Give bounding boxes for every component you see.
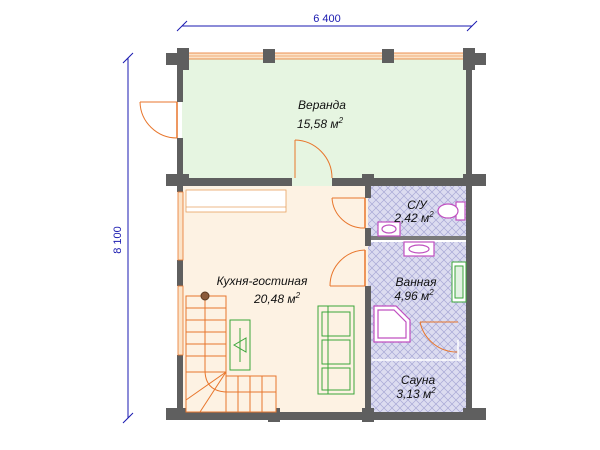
windows <box>177 189 287 356</box>
fixtures <box>373 201 466 343</box>
veranda-name: Веранда <box>298 98 346 112</box>
width-dimension <box>176 20 478 32</box>
stair-post <box>200 291 210 301</box>
sauna-bench <box>372 340 462 361</box>
shower-cabin <box>373 305 411 343</box>
kitchen-table <box>229 319 251 371</box>
sauna-door <box>419 321 459 353</box>
width-dimension-label: 6 400 <box>313 13 341 25</box>
wc-door <box>331 197 366 229</box>
bath-area: 4,96 м2 <box>394 288 434 303</box>
walls <box>166 48 486 422</box>
bath-name: Ванная <box>396 275 438 289</box>
veranda-kitchen-door <box>294 139 333 179</box>
veranda-area: 15,58 м2 <box>297 116 344 131</box>
sauna-name: Сауна <box>401 373 436 387</box>
kitchen-window-sill <box>185 189 287 213</box>
kitchen-window-upper <box>177 191 184 261</box>
wc-area: 2,42 м2 <box>393 210 434 225</box>
wc-name: С/У <box>407 198 428 212</box>
sauna-area: 3,13 м2 <box>396 386 436 401</box>
bath-sink <box>403 241 435 257</box>
room-labels: Веранда 15,58 м2 Кухня-гостиная 20,48 м2… <box>217 98 437 401</box>
wc-sink <box>377 221 401 237</box>
kitchen-name: Кухня-гостиная <box>217 274 308 288</box>
doors <box>139 101 459 353</box>
entrance-door <box>139 101 178 139</box>
toilet <box>437 201 466 221</box>
bath-door <box>329 249 366 287</box>
height-dimension <box>122 52 134 424</box>
kitchen-window-lower <box>177 285 184 356</box>
sofa <box>317 305 355 395</box>
height-dimension-label: 8 100 <box>112 226 124 254</box>
bath-heater <box>451 261 467 303</box>
kitchen-area: 20,48 м2 <box>253 291 301 306</box>
staircase <box>185 291 277 413</box>
